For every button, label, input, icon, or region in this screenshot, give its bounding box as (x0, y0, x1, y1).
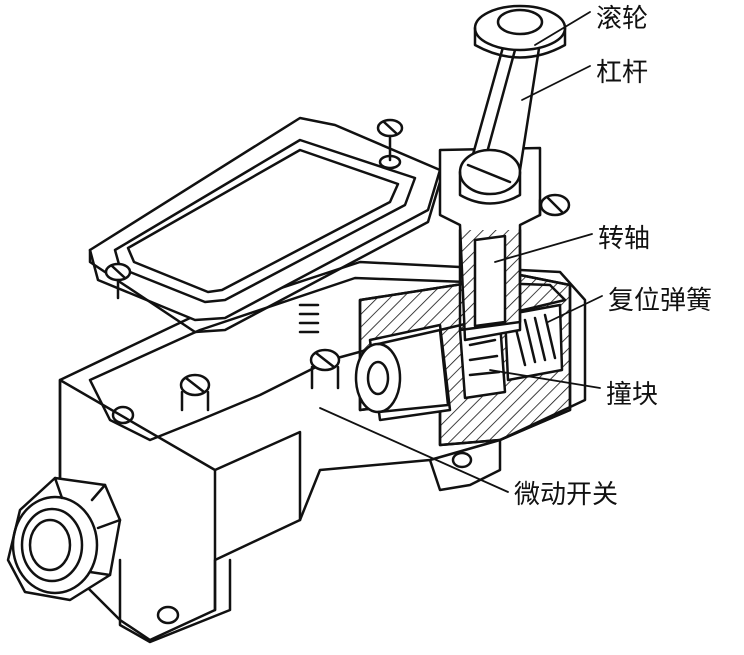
leader-roller (534, 11, 591, 46)
cable-gland (6, 476, 122, 602)
label-shaft: 转轴 (598, 224, 651, 254)
label-roller: 滚轮 (596, 4, 649, 34)
leader-block (489, 369, 601, 389)
pivot-nut (458, 148, 522, 205)
leader-lever (521, 65, 591, 101)
leader-lines (319, 11, 603, 493)
label-return-spring: 复位弹簧 (608, 286, 713, 316)
roller (473, 4, 567, 59)
label-lever: 杠杆 (596, 58, 649, 88)
label-striker-block: 撞块 (606, 380, 659, 410)
cover-plate (88, 116, 442, 334)
leader-spring (547, 295, 603, 323)
leader-shaft (494, 233, 593, 263)
terminal-screws (179, 303, 341, 412)
label-micro-switch: 微动开关 (514, 480, 619, 510)
micro-switch-roller (354, 328, 450, 414)
shaft-housing (438, 146, 571, 342)
leader-switch (319, 407, 509, 493)
